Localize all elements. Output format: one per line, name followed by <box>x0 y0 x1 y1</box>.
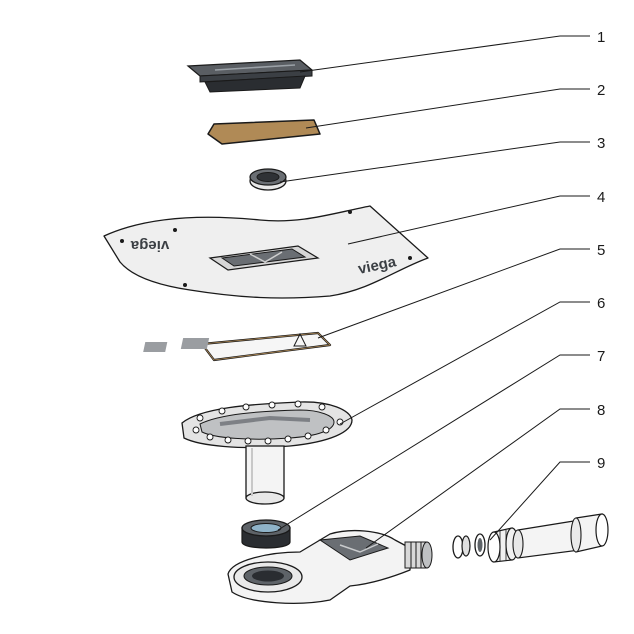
leader-line-9 <box>489 461 590 541</box>
part-number-7: 7 <box>597 348 605 365</box>
leader-line-5 <box>317 248 590 339</box>
part-number-6: 6 <box>597 295 605 312</box>
part-5-label-plate <box>143 331 332 362</box>
part-number-2: 2 <box>597 82 605 99</box>
leader-line-7 <box>277 354 590 531</box>
part-8-drain-body <box>227 530 433 604</box>
part-1-drain-cover <box>186 59 314 93</box>
leader-line-4 <box>347 195 590 245</box>
part-numbers: 1 2 3 4 5 6 7 8 9 <box>597 29 605 472</box>
part-3-seal-ring <box>249 168 287 191</box>
part-number-5: 5 <box>597 242 605 259</box>
part-6-flange-with-pipe <box>181 400 353 505</box>
leader-line-8 <box>365 408 590 549</box>
part-number-3: 3 <box>597 135 605 152</box>
leader-line-2 <box>305 88 590 129</box>
part-number-9: 9 <box>597 455 605 472</box>
part-9-outlet-pipe <box>452 513 609 563</box>
part-number-4: 4 <box>597 189 605 206</box>
part-number-8: 8 <box>597 402 605 419</box>
sleeve-brand-text-left: viega <box>130 237 169 254</box>
part-number-1: 1 <box>597 29 605 46</box>
leader-line-3 <box>279 141 590 183</box>
leader-line-1 <box>299 35 590 73</box>
part-4-sealing-sleeve: viega viega <box>103 205 429 299</box>
part-2-adhesive-pad <box>207 119 321 145</box>
leader-line-6 <box>339 301 590 425</box>
leader-lines <box>277 35 590 549</box>
part-7-sealing-insert <box>241 519 291 549</box>
